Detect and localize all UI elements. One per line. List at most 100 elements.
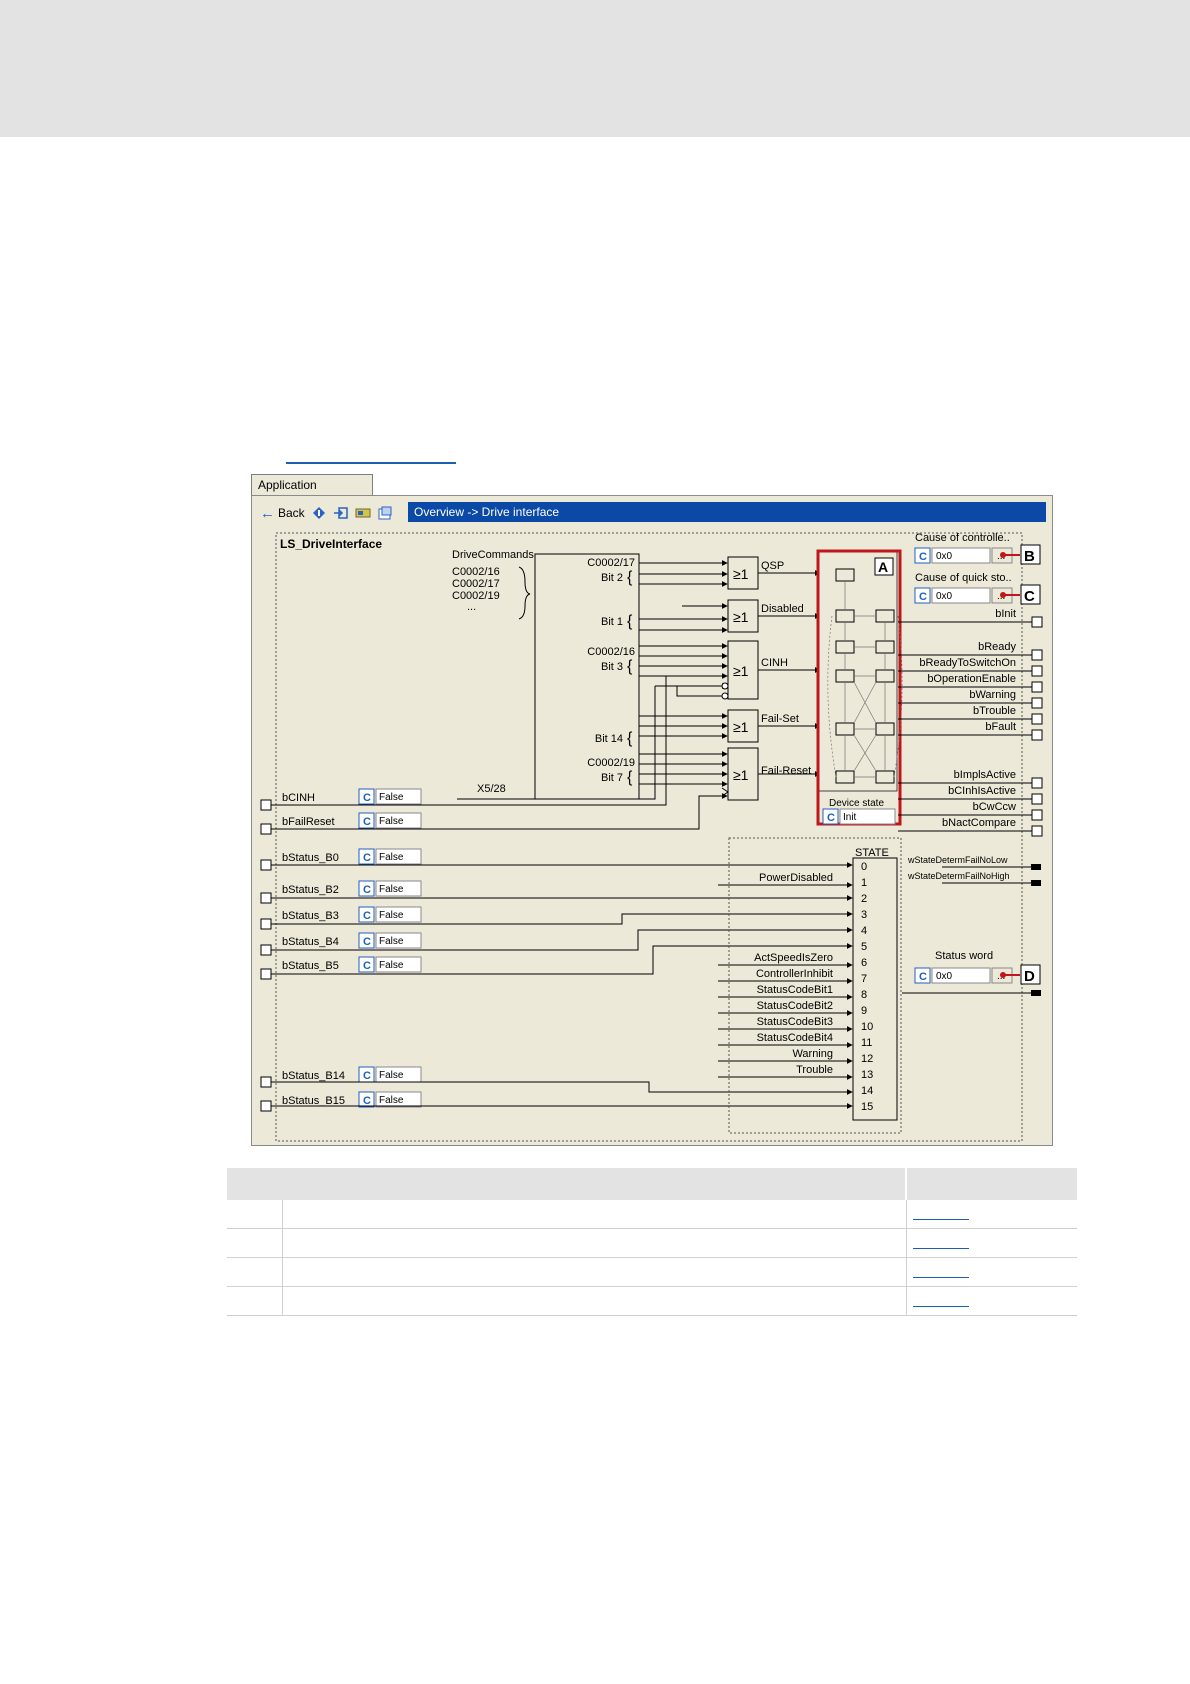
gate-qsp: ≥1 QSP xyxy=(727,556,784,590)
status-word-label: Status word xyxy=(935,950,993,962)
c-icon: C xyxy=(827,812,835,824)
cause-controller-label: Cause of controlle.. xyxy=(915,532,1010,544)
state-signal-label: Trouble xyxy=(796,1064,833,1076)
cause-controller-field[interactable]: Cause of controlle.. C 0x0 ... B xyxy=(914,532,1041,565)
state-transitions xyxy=(827,581,903,778)
state-bit: 0 xyxy=(861,861,867,873)
gate-output-label: Fail-Reset xyxy=(761,765,811,777)
state-bit: 12 xyxy=(861,1053,873,1065)
state-bit: 10 xyxy=(861,1021,873,1033)
input-bstatus-b0[interactable]: bStatus_B0 C False xyxy=(260,848,422,871)
input-wires: X5/28 xyxy=(271,726,853,1109)
brace-icon: { xyxy=(627,658,633,675)
state-signal-label: StatusCodeBit3 xyxy=(757,1016,833,1028)
input-label: bFailReset xyxy=(282,816,335,828)
input-value: False xyxy=(379,910,404,921)
inner-label: Bit 2 xyxy=(601,572,623,584)
marker-b: B xyxy=(1024,548,1035,565)
inverter-bubble xyxy=(721,692,729,700)
legend-table xyxy=(227,1168,1077,1316)
drive-commands: DriveCommands C0002/16 C0002/17 C0002/19… xyxy=(452,549,534,620)
output-label: bNactCompare xyxy=(942,817,1016,829)
cause-quickstop-field[interactable]: Cause of quick sto.. C 0x0 ... C xyxy=(914,572,1041,605)
table-link[interactable] xyxy=(912,1306,969,1308)
gate-disabled: ≥1 Disabled xyxy=(727,599,804,633)
table-link[interactable] xyxy=(912,1277,969,1279)
drive-command-item: C0002/16 xyxy=(452,566,500,578)
drive-interface-diagram: LS_DriveInterface DriveCommands C0002/16… xyxy=(260,532,1043,1142)
state-bit: 13 xyxy=(861,1069,873,1081)
table-header-row xyxy=(227,1168,1077,1200)
left-inputs: bCINH C False bFailReset C False bStat xyxy=(260,788,422,1112)
input-bstatus-b14[interactable]: bStatus_B14 C False xyxy=(260,1066,422,1088)
bracket-glyphs: { { { { { xyxy=(627,569,633,786)
table-header-cell xyxy=(227,1168,906,1200)
input-value: False xyxy=(379,1095,404,1106)
c-icon: C xyxy=(363,1095,371,1107)
cause-quickstop-value: 0x0 xyxy=(936,591,953,602)
input-bstatus-b2[interactable]: bStatus_B2 C False xyxy=(260,880,422,904)
inner-label: C0002/16 xyxy=(587,646,635,658)
output-label: bTrouble xyxy=(973,705,1016,717)
gate-symbol: ≥1 xyxy=(733,767,749,783)
hyperlink-underline[interactable] xyxy=(286,462,456,464)
marker-c: C xyxy=(1024,588,1035,605)
gate-cinh: ≥1 CINH xyxy=(721,640,788,700)
output-label: bCwCcw xyxy=(973,801,1016,813)
import-icon[interactable] xyxy=(333,506,349,520)
state-output-label: wStateDetermFailNoLow xyxy=(907,855,1008,865)
properties-icon[interactable] xyxy=(377,506,393,520)
gate-output-label: QSP xyxy=(761,560,784,572)
application-parameters-window: Application Parameters ← Back Overview -… xyxy=(251,474,1053,1146)
brace-icon: { xyxy=(627,613,633,630)
table-link[interactable] xyxy=(912,1219,969,1221)
table-link[interactable] xyxy=(912,1248,969,1250)
inner-label: Bit 14 xyxy=(595,733,623,745)
marker-d-box xyxy=(1020,964,1041,985)
input-label: bStatus_B4 xyxy=(282,936,339,948)
input-value: False xyxy=(379,816,404,827)
tab-application-parameters[interactable]: Application Parameters xyxy=(251,474,373,513)
output-signals: bInit bReady bReadyToSwitchOn bOperation… xyxy=(898,608,1043,837)
drive-command-item: C0002/17 xyxy=(452,578,500,590)
state-title: STATE xyxy=(855,847,889,859)
inner-labels: C0002/17 Bit 2 Bit 1 C0002/16 Bit 3 Bit … xyxy=(587,557,635,784)
inner-label: C0002/19 xyxy=(587,757,635,769)
output-label: bFault xyxy=(985,721,1016,733)
cause-controller-value: 0x0 xyxy=(936,551,953,562)
output-label: bInit xyxy=(995,608,1016,620)
input-bstatus-b5[interactable]: bStatus_B5 C False xyxy=(260,956,422,980)
input-bstatus-b3[interactable]: bStatus_B3 C False xyxy=(260,906,422,930)
state-signal-label: StatusCodeBit1 xyxy=(757,984,833,996)
input-label: bStatus_B5 xyxy=(282,960,339,972)
input-bfailreset[interactable]: bFailReset C False xyxy=(260,812,422,835)
c-icon: C xyxy=(363,936,371,948)
c-icon: C xyxy=(363,884,371,896)
input-bstatus-b15[interactable]: bStatus_B15 C False xyxy=(260,1091,422,1112)
inner-label: Bit 1 xyxy=(601,616,623,628)
table-row xyxy=(227,1200,1077,1229)
brace-icon: { xyxy=(627,569,633,586)
gate-output-label: Disabled xyxy=(761,603,804,615)
output-label: bOperationEnable xyxy=(927,673,1016,685)
gate-output-label: CINH xyxy=(761,657,788,669)
c-icon: C xyxy=(363,910,371,922)
status-word-field[interactable]: Status word C 0x0 ... D xyxy=(902,950,1041,996)
marker-c-box xyxy=(1020,584,1041,605)
parameter-icon[interactable] xyxy=(355,506,371,520)
input-bcinh[interactable]: bCINH C False xyxy=(260,788,422,811)
device-state-field[interactable]: C Init xyxy=(822,808,896,825)
gate-symbol: ≥1 xyxy=(733,609,749,625)
drive-commands-title: DriveCommands xyxy=(452,549,534,561)
info-icon[interactable] xyxy=(311,506,327,520)
output-label: bReadyToSwitchOn xyxy=(919,657,1016,669)
table-row xyxy=(227,1286,1077,1316)
input-bstatus-b4[interactable]: bStatus_B4 C False xyxy=(260,932,422,956)
back-button[interactable]: ← Back xyxy=(260,505,305,522)
state-bit: 9 xyxy=(861,1005,867,1017)
state-bit: 6 xyxy=(861,957,867,969)
marker-a: A xyxy=(878,559,888,575)
state-signal-label: StatusCodeBit2 xyxy=(757,1000,833,1012)
state-bit: 8 xyxy=(861,989,867,1001)
c-icon: C xyxy=(363,792,371,804)
